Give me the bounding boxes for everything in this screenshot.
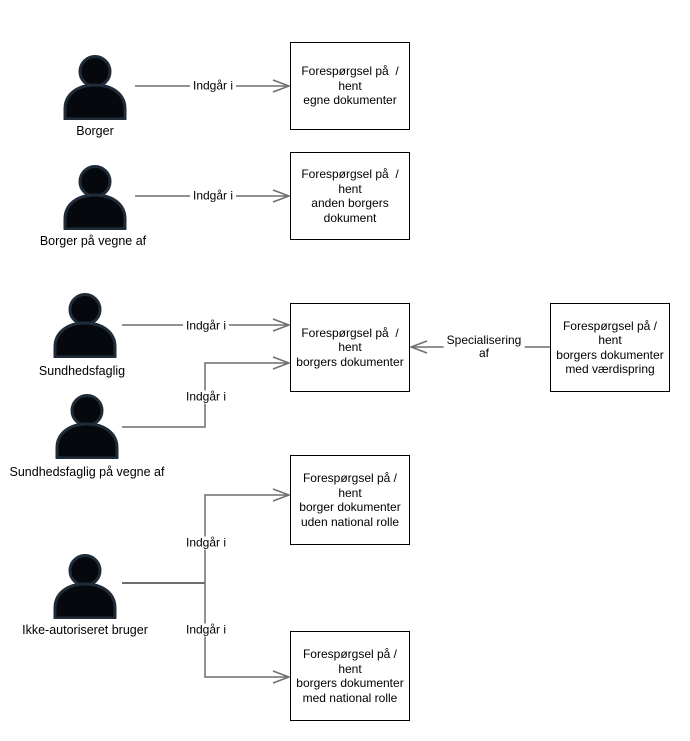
usecase-text: Forespørgsel på / bbox=[301, 64, 399, 79]
usecase-text: hent bbox=[338, 340, 362, 355]
usecase-text: med værdispring bbox=[565, 362, 655, 376]
edge-ikke-autoriseret-bruger-uden-national-rolle bbox=[204, 494, 288, 583]
usecase-text: uden national rolle bbox=[300, 514, 400, 529]
actor-icon-borger-pa-vegne-af bbox=[61, 164, 129, 235]
usecase-text: egne dokumenter bbox=[303, 93, 397, 108]
usecase-text: med national rolle bbox=[302, 690, 398, 705]
arrowhead-icon bbox=[272, 488, 292, 502]
usecase-text: anden borgers bbox=[311, 196, 389, 210]
edge-label-indgar-i: Indgår i bbox=[182, 536, 230, 550]
edge-ikke-autoriseret-bruger-med-national-rolle bbox=[204, 583, 288, 678]
usecase-text: borgers dokumenter bbox=[296, 676, 404, 690]
edge-label-specialisering-af: Specialisering af bbox=[443, 334, 525, 360]
usecase-text: borgers dokumenter bbox=[296, 354, 404, 369]
usecase-text: borger dokumenter bbox=[299, 500, 401, 514]
actor-icon-ikke-autoriseret-bruger bbox=[51, 553, 119, 624]
actor-label-sundhedsfaglig-pa-vegne-af: Sundhedsfaglig på vegne af bbox=[9, 465, 165, 479]
person-icon bbox=[53, 554, 117, 620]
actor-label-borger: Borger bbox=[76, 124, 114, 138]
usecase-text: dokument bbox=[323, 210, 377, 225]
actor-icon-sundhedsfaglig bbox=[51, 292, 119, 363]
usecase-text: borgers dokumenter bbox=[556, 347, 664, 362]
usecase-box-borger-dokumenter-uden-national-rolle: Forespørgsel på / hent borger dokumenter… bbox=[290, 455, 410, 545]
usecase-text: hent bbox=[598, 333, 622, 347]
actor-label-sundhedsfaglig: Sundhedsfaglig bbox=[38, 364, 126, 378]
usecase-text: hent bbox=[338, 78, 362, 93]
edge-label-indgar-i: Indgår i bbox=[182, 623, 230, 637]
arrowhead-icon bbox=[272, 356, 292, 370]
usecase-box-borgers-dokumenter: Forespørgsel på / hent borgers dokumente… bbox=[290, 303, 410, 392]
arrowhead-icon bbox=[272, 318, 292, 332]
person-icon bbox=[55, 394, 119, 460]
actor-label-borger-pa-vegne-af: Borger på vegne af bbox=[39, 234, 147, 248]
actor-icon-sundhedsfaglig-pa-vegne-af bbox=[53, 393, 121, 464]
usecase-text: hent bbox=[338, 485, 362, 500]
usecase-box-egne-dokumenter: Forespørgsel på / hent egne dokumenter bbox=[290, 42, 410, 130]
person-icon bbox=[53, 293, 117, 359]
arrowhead-icon bbox=[272, 79, 292, 93]
usecase-text: Forespørgsel på / bbox=[301, 167, 399, 181]
arrowhead-icon bbox=[408, 340, 428, 354]
usecase-text: Forespørgsel på / bbox=[301, 325, 399, 340]
arrowhead-icon bbox=[272, 189, 292, 203]
usecase-box-borgers-dokumenter-med-national-rolle: Forespørgsel på / hent borgers dokumente… bbox=[290, 631, 410, 721]
actor-icon-borger bbox=[61, 54, 129, 125]
edge-label-indgar-i: Indgår i bbox=[189, 189, 237, 203]
usecase-text: Forespørgsel på / bbox=[562, 318, 658, 333]
edge-label-indgar-i: Indgår i bbox=[182, 319, 230, 333]
actor-label-ikke-autoriseret-bruger: Ikke-autoriseret bruger bbox=[22, 623, 148, 637]
usecase-text: Forespørgsel på / bbox=[302, 647, 398, 661]
person-icon bbox=[63, 165, 127, 231]
usecase-box-anden-borgers-dokument: Forespørgsel på / hent anden borgers dok… bbox=[290, 152, 410, 240]
arrowhead-icon bbox=[272, 670, 292, 684]
usecase-box-borgers-dokumenter-med-vaerdispring: Forespørgsel på / hent borgers dokumente… bbox=[550, 303, 670, 392]
usecase-text: hent bbox=[338, 181, 362, 196]
edge-label-indgar-i: Indgår i bbox=[182, 390, 230, 404]
edge-label-indgar-i: Indgår i bbox=[189, 79, 237, 93]
usecase-text: hent bbox=[338, 661, 362, 676]
person-icon bbox=[63, 55, 127, 121]
usecase-text: Forespørgsel på / bbox=[302, 471, 398, 485]
